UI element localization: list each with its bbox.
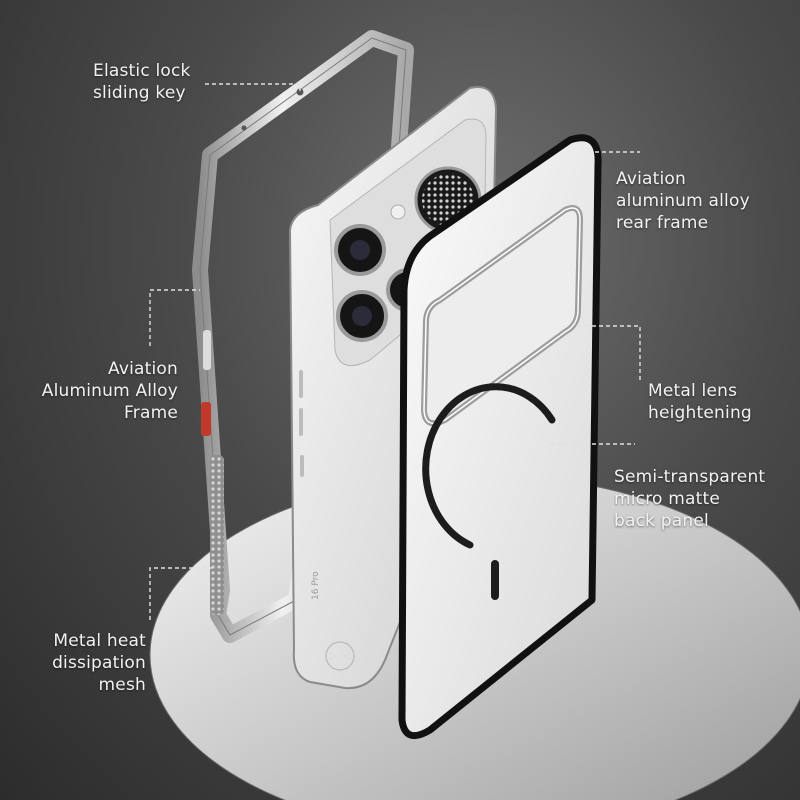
callout-text: Aviation	[108, 359, 178, 379]
magsafe-ring-icon	[422, 383, 556, 549]
callout-text: rear frame	[616, 213, 709, 233]
callout-text: back panel	[614, 511, 709, 531]
callout-text: Metal heat	[53, 631, 146, 651]
phone-model-text: 16 Pro	[311, 571, 321, 600]
callout-text: Aviation	[616, 169, 686, 189]
callout-text: sliding key	[93, 83, 186, 103]
callout-text: Elastic lock	[93, 61, 191, 81]
callout-lens-heightening: Metal lens heightening	[648, 380, 752, 424]
callout-text: mesh	[98, 675, 146, 695]
callout-rear-frame: Aviation aluminum alloy rear frame	[616, 168, 750, 234]
callout-leader-lines	[149, 83, 641, 620]
sliding-key-icon	[296, 88, 304, 96]
callout-text: dissipation	[52, 653, 146, 673]
callout-heat-mesh: Metal heat dissipation mesh	[20, 630, 146, 696]
callout-text: micro matte	[614, 489, 721, 509]
callout-alloy-frame: Aviation Aluminum Alloy Frame	[20, 358, 178, 424]
callout-text: aluminum alloy	[616, 191, 750, 211]
side-button	[203, 330, 211, 370]
callout-text: Aluminum Alloy	[41, 381, 178, 401]
case-back-panel	[398, 134, 602, 740]
callout-text: heightening	[648, 403, 752, 423]
flash-icon	[390, 204, 406, 220]
callout-elastic-lock: Elastic lock sliding key	[93, 60, 191, 104]
callout-text: Metal lens	[648, 381, 738, 401]
side-button-accent	[201, 402, 211, 436]
callout-text: Semi-transparent	[614, 467, 766, 487]
callout-back-panel: Semi-transparent micro matte back panel	[614, 466, 765, 532]
callout-text: Frame	[124, 403, 178, 423]
